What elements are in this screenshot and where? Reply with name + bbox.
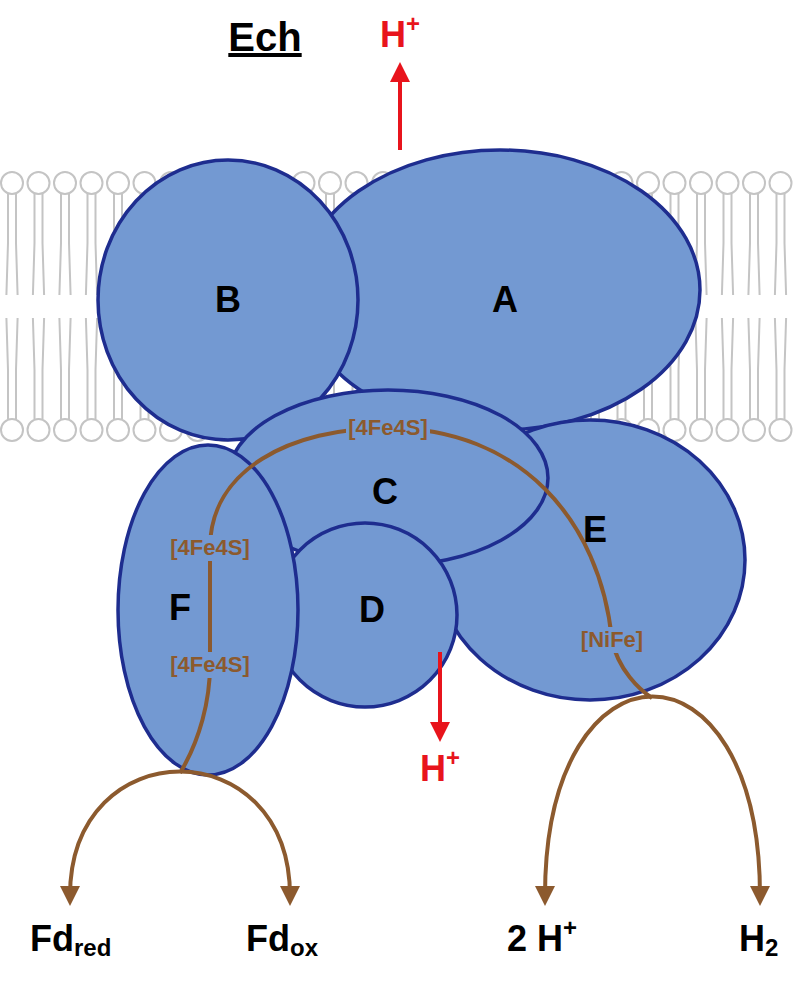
- lipid-tail: [722, 318, 724, 419]
- proton-label: H: [380, 14, 406, 55]
- lipid-head: [28, 419, 50, 441]
- subunit-letter: F: [169, 587, 191, 628]
- charge-superscript: +: [563, 914, 577, 942]
- lipid-head: [134, 419, 156, 441]
- lipid-tail: [775, 194, 777, 295]
- lipid-head: [107, 419, 129, 441]
- lipid-head: [319, 172, 341, 194]
- lipid-tail: [705, 194, 707, 295]
- lipid-tail: [96, 194, 98, 295]
- ferredoxin-label: Fd: [30, 918, 74, 959]
- lipid-tail: [86, 318, 88, 419]
- lipid-tail: [96, 318, 98, 419]
- lipid-head: [770, 419, 792, 441]
- lipid-tail: [69, 318, 71, 419]
- lipid-tail: [785, 318, 787, 419]
- subunit-ellipse: [118, 445, 298, 775]
- proton-arrow: [398, 72, 402, 150]
- charge-superscript: +: [406, 10, 420, 38]
- lipid-head: [1, 419, 23, 441]
- subunit-ellipse: [300, 150, 700, 430]
- subunit-letter: B: [215, 279, 241, 320]
- lipid-tail: [43, 194, 45, 295]
- lipid-tail: [33, 194, 35, 295]
- lipid-tail: [722, 194, 724, 295]
- subunit-letter: E: [583, 509, 607, 550]
- electron-path: [180, 428, 652, 773]
- lipid-head: [770, 172, 792, 194]
- lipid-head: [690, 419, 712, 441]
- cluster-label: [4Fe4S]: [168, 535, 251, 560]
- lipid-tail: [6, 194, 8, 295]
- ferredoxin-arc: [70, 772, 290, 897]
- lipid-tail: [69, 194, 71, 295]
- lipid-tail: [758, 194, 760, 295]
- subunit-letter: A: [492, 279, 518, 320]
- lipid-head: [743, 419, 765, 441]
- state-subscript: ox: [290, 934, 318, 962]
- lipid-head: [81, 419, 103, 441]
- lipid-tail: [785, 194, 787, 295]
- lipid-tail: [16, 194, 18, 295]
- subunit-ellipse: [273, 523, 457, 707]
- lipid-tail: [732, 194, 734, 295]
- lipid-tail: [732, 318, 734, 419]
- subunit-shape: F [4Fe4S] [4Fe4S]: [115, 442, 301, 778]
- proton-arrow: [438, 652, 442, 732]
- lipid-tail: [705, 318, 707, 419]
- ferredoxin-label: Fd: [246, 918, 290, 959]
- state-subscript: red: [74, 934, 111, 962]
- lipid-head: [28, 172, 50, 194]
- lipid-head: [664, 172, 686, 194]
- lipid-tail: [775, 318, 777, 419]
- hydrogen-label: H: [739, 918, 765, 959]
- cluster-label: [4Fe4S]: [346, 415, 429, 440]
- lipid-tail: [43, 318, 45, 419]
- lipid-head: [717, 419, 739, 441]
- subunit-outline: [115, 442, 301, 778]
- lipid-head: [107, 172, 129, 194]
- lipid-tail: [33, 318, 35, 419]
- proton-label: H: [420, 748, 446, 789]
- hydrogen-arc: [545, 697, 760, 897]
- lipid-head: [54, 172, 76, 194]
- lipid-tail: [86, 194, 88, 295]
- cluster-label: [4Fe4S]: [168, 652, 251, 677]
- lipid-tail: [748, 318, 750, 419]
- lipid-head: [1, 172, 23, 194]
- diagram-title: Ech: [228, 14, 301, 60]
- proton-label: 2 H: [507, 918, 563, 959]
- lipid-head: [743, 172, 765, 194]
- lipid-tail: [6, 318, 8, 419]
- lipid-head: [54, 419, 76, 441]
- lipid-tail: [758, 318, 760, 419]
- lipid-tail: [59, 318, 61, 419]
- lipid-tail: [748, 194, 750, 295]
- lipid-tail: [695, 318, 697, 419]
- charge-superscript: +: [446, 744, 460, 772]
- lipid-tail: [59, 194, 61, 295]
- lipid-head: [81, 172, 103, 194]
- lipid-head: [717, 172, 739, 194]
- lipid-head: [690, 172, 712, 194]
- subunit-letter: D: [359, 589, 385, 630]
- cluster-label: [NiFe]: [579, 627, 645, 652]
- count-subscript: 2: [765, 934, 778, 962]
- lipid-tail: [16, 318, 18, 419]
- subunit-letter: C: [372, 471, 398, 512]
